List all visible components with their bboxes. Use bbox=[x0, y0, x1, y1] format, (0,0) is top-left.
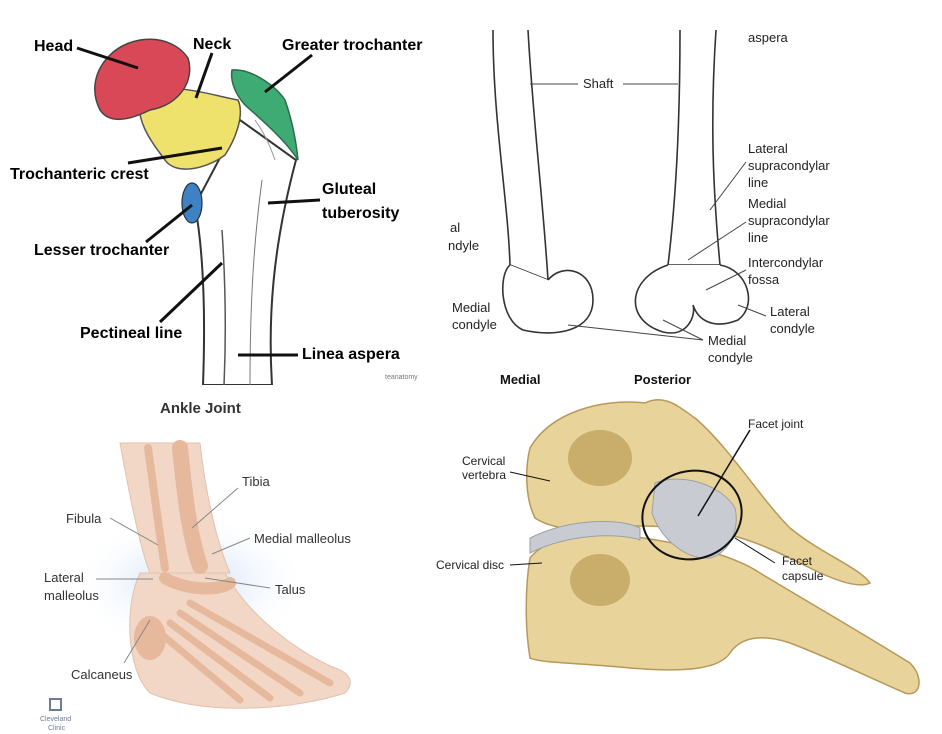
watermark: teanatomy bbox=[385, 374, 418, 381]
label-shaft: Shaft bbox=[583, 76, 614, 91]
label-calcaneus: Calcaneus bbox=[71, 667, 133, 682]
label-medial-malleolus: Medial malleolus bbox=[254, 531, 351, 546]
label-pectineal-line: Pectineal line bbox=[80, 325, 183, 342]
label-cervical-vertebra-1: Cervical bbox=[462, 454, 506, 468]
label-facet-capsule-2: capsule bbox=[782, 569, 824, 583]
distal-femur-illustration bbox=[492, 29, 767, 341]
ankle-joint-panel: Ankle Joint Tibia Fibula Medial malleolu… bbox=[0, 388, 420, 734]
label-medial-supracondylar-3: line bbox=[748, 230, 769, 245]
label-lateral-malleolus-1: Lateral bbox=[44, 570, 84, 585]
label-head: Head bbox=[34, 38, 74, 55]
cervical-facet-panel: Facet joint Cervical vertebra Cervical d… bbox=[430, 388, 942, 734]
label-medial-supracondylar-2: supracondylar bbox=[748, 213, 830, 228]
label-tibia: Tibia bbox=[242, 474, 270, 489]
label-talus: Talus bbox=[275, 582, 306, 597]
label-gluteal-tuberosity-1: Gluteal bbox=[322, 181, 377, 198]
ankle-title: Ankle Joint bbox=[160, 400, 241, 417]
label-medial-supracondylar-1: Medial bbox=[748, 196, 787, 211]
label-neck: Neck bbox=[193, 36, 232, 53]
label-medial-condyle-right-2: condyle bbox=[708, 350, 753, 365]
label-lateral-supracondylar-3: line bbox=[748, 175, 769, 190]
label-lateral-condyle-1: Lateral bbox=[770, 304, 810, 319]
label-aspera: aspera bbox=[748, 30, 788, 45]
femoral-head bbox=[94, 38, 191, 121]
facet-joint-oval bbox=[641, 469, 743, 561]
label-trochanteric-crest: Trochanteric crest bbox=[10, 166, 149, 183]
label-lateral-condyle-2: condyle bbox=[770, 321, 815, 336]
label-cut-left-2: ndyle bbox=[448, 238, 480, 253]
label-lateral-supracondylar-1: Lateral bbox=[748, 141, 788, 156]
label-cut-left-1: al bbox=[450, 220, 461, 235]
footer-medial: Medial bbox=[500, 372, 541, 385]
label-facet-joint: Facet joint bbox=[748, 417, 804, 431]
label-lateral-malleolus-2: malleolus bbox=[44, 588, 99, 603]
footer-posterior: Posterior bbox=[634, 372, 692, 385]
label-facet-capsule-1: Facet bbox=[782, 554, 813, 568]
label-linea-aspera: Linea aspera bbox=[302, 346, 400, 363]
label-cervical-vertebra-2: vertebra bbox=[462, 468, 507, 482]
cleveland-clinic-logo-text-2: Clinic bbox=[48, 725, 66, 732]
greater-trochanter-region bbox=[230, 69, 299, 161]
label-lesser-trochanter: Lesser trochanter bbox=[34, 242, 170, 259]
proximal-femur-panel: Head Neck Greater trochanter Trochanteri… bbox=[0, 0, 440, 385]
label-intercondylar-1: Intercondylar bbox=[748, 255, 824, 270]
cervical-disc-shape bbox=[529, 521, 641, 554]
lesser-trochanter-region bbox=[181, 182, 203, 224]
proximal-femur-illustration bbox=[76, 38, 321, 385]
cervical-illustration bbox=[509, 398, 920, 695]
distal-femur-panel: aspera Shaft Lateral supracondylar line … bbox=[448, 0, 850, 385]
label-lateral-supracondylar-2: supracondylar bbox=[748, 158, 830, 173]
label-medial-condyle-left-2: condyle bbox=[452, 317, 497, 332]
cleveland-clinic-logo-icon bbox=[49, 698, 62, 711]
label-gluteal-tuberosity-2: tuberosity bbox=[322, 205, 400, 222]
cleveland-clinic-logo-text-1: Cleveland bbox=[40, 716, 72, 723]
label-fibula: Fibula bbox=[66, 511, 102, 526]
label-medial-condyle-left-1: Medial bbox=[452, 300, 491, 315]
ankle-illustration bbox=[49, 440, 351, 711]
label-cervical-disc: Cervical disc bbox=[436, 558, 505, 572]
label-greater-trochanter: Greater trochanter bbox=[282, 37, 423, 54]
label-intercondylar-2: fossa bbox=[748, 272, 780, 287]
label-medial-condyle-right-1: Medial bbox=[708, 333, 747, 348]
